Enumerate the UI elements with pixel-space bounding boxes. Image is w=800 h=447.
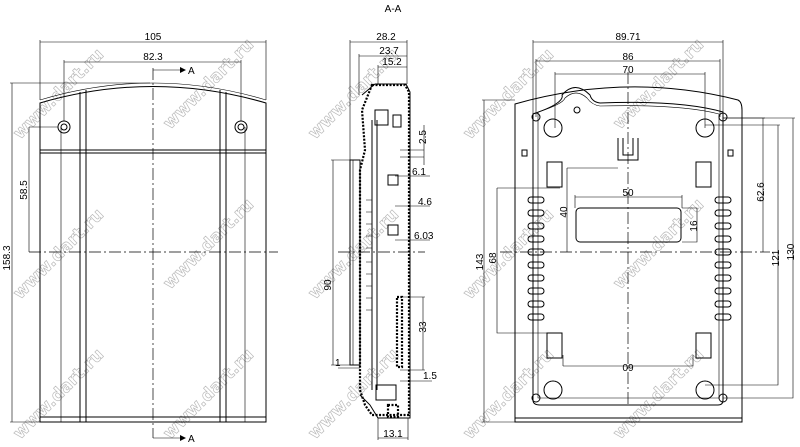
rib [714, 300, 732, 308]
dim: 1 [335, 358, 341, 369]
watermarks: www.dart.ru www.dart.ru www.dart.ru www.… [9, 34, 708, 444]
rib [527, 300, 545, 308]
dim-hole-to-center: 58.5 [19, 180, 30, 200]
display-window [575, 207, 682, 243]
dim: 6.03 [414, 231, 434, 242]
dim: 62.6 [756, 182, 767, 202]
dim-height: 158.3 [2, 245, 13, 270]
rib [527, 261, 545, 269]
dim-width: 105 [145, 32, 162, 43]
dim: 33 [418, 321, 429, 333]
front-view: A A 105 82.3 158.3 58.5 [2, 32, 278, 445]
rib [714, 313, 732, 321]
rib [714, 235, 732, 243]
dim: 86 [622, 52, 634, 63]
rib [527, 209, 545, 217]
rib [714, 261, 732, 269]
dim: 89.71 [615, 32, 640, 43]
rib [527, 274, 545, 282]
dim: 6.1 [412, 167, 426, 178]
back-outline [514, 86, 743, 423]
rib [527, 313, 545, 321]
watermark: www.dart.ru [609, 35, 708, 134]
watermark: www.dart.ru [159, 195, 258, 294]
dim: 28.2 [376, 32, 396, 43]
watermark: www.dart.ru [304, 205, 403, 304]
rib [714, 209, 732, 217]
dim: 23.7 [379, 46, 399, 57]
watermark: www.dart.ru [459, 45, 558, 144]
ribs [527, 196, 732, 321]
rib [527, 287, 545, 295]
boss [695, 380, 715, 400]
dim: 13.1 [383, 429, 403, 440]
rib [527, 196, 545, 204]
dim: 16 [689, 220, 700, 232]
rib [527, 235, 545, 243]
watermark: www.dart.ru [609, 195, 708, 294]
screw-hole [531, 393, 541, 403]
back-view: 89.71 86 70 50 40 16 68 143 60 62.6 121 … [475, 32, 797, 423]
rib [714, 274, 732, 282]
front-cover [349, 159, 361, 366]
inner-outline [532, 87, 724, 406]
rib [714, 196, 732, 204]
rib [714, 222, 732, 230]
dim: 50 [622, 188, 634, 199]
dim: 143 [475, 253, 486, 270]
dim: 70 [622, 65, 634, 76]
section-marker: A [188, 66, 195, 77]
dim-hole-spacing: 82.3 [143, 52, 163, 63]
watermark: www.dart.ru [9, 345, 108, 444]
dim: 60 [622, 361, 634, 372]
dim: 15.2 [382, 57, 402, 68]
watermark: www.dart.ru [9, 205, 108, 304]
dim: 121 [771, 249, 782, 266]
front-outline [39, 86, 267, 423]
section-marker: A [188, 434, 195, 445]
watermark: www.dart.ru [159, 345, 258, 444]
dim: 4.6 [418, 197, 432, 208]
dim: 2.5 [418, 130, 429, 144]
mount-hole [57, 120, 71, 134]
dim: 68 [488, 252, 499, 264]
rib [527, 222, 545, 230]
section-view: A-A 28.2 23.7 15.2 2.5 6.1 4.6 6.03 90 [323, 4, 437, 440]
dim: 40 [559, 206, 570, 218]
boss [543, 118, 563, 138]
dim: 90 [323, 279, 334, 291]
section-title: A-A [385, 4, 402, 15]
dim: 130 [786, 243, 797, 260]
rib [714, 287, 732, 295]
dim: 1.5 [423, 371, 437, 382]
watermark: www.dart.ru [459, 345, 558, 444]
watermark: www.dart.ru [159, 35, 258, 134]
boss [543, 380, 563, 400]
